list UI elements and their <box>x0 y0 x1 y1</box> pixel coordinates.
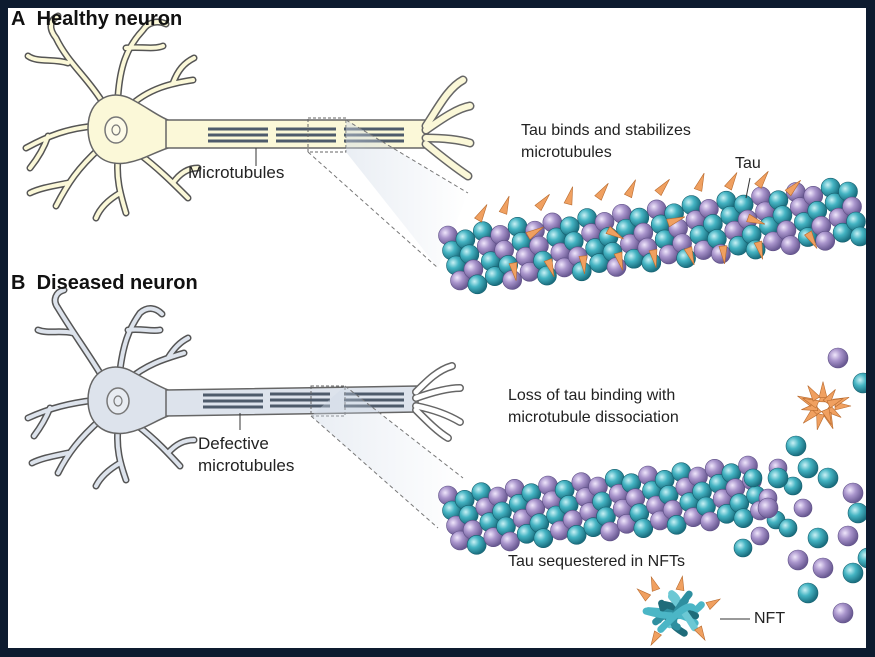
tubulin-alpha-subunit <box>781 236 800 255</box>
tau-binds-text: Tau binds and stabilizes microtubules <box>521 120 691 164</box>
tubulin-alpha-subunit <box>816 231 835 250</box>
tubulin-beta-subunit <box>808 528 828 548</box>
tau-protein-in-nft <box>651 631 661 645</box>
figure-canvas: A Healthy neuron Microtubules Tau binds … <box>8 8 866 648</box>
tubulin-beta-subunit <box>851 227 867 246</box>
tau-protein <box>595 183 609 200</box>
loss-line-2: microtubule dissociation <box>508 407 679 429</box>
tubulin-beta-subunit <box>798 458 818 478</box>
tubulin-alpha-subunit <box>751 527 769 545</box>
diagram-svg <box>8 8 866 648</box>
panel-b-letter: B <box>11 272 25 294</box>
tubulin-beta-subunit <box>853 373 866 393</box>
nft-label: NFT <box>754 608 785 630</box>
tubulin-beta-subunit <box>734 509 753 528</box>
panel-a-title: Healthy neuron <box>37 8 183 30</box>
tubulin-alpha-subunit <box>503 270 522 289</box>
microtubules-label: Microtubules <box>188 163 284 183</box>
tubulin-alpha-subunit <box>794 499 812 517</box>
diseased-neuron <box>28 290 463 528</box>
tubulin-beta-subunit <box>734 539 752 557</box>
tau-protein-in-nft <box>651 577 660 592</box>
tau-protein-in-nft <box>637 589 650 601</box>
defective-microtubules-label: Defective microtubules <box>198 433 294 477</box>
tubulin-beta-subunit <box>567 525 586 544</box>
tubulin-alpha-subunit <box>843 483 863 503</box>
defective-line-2: microtubules <box>198 455 294 477</box>
tubulin-alpha-subunit <box>788 550 808 570</box>
tubulin-alpha-subunit <box>828 348 848 368</box>
tubulin-alpha-subunit <box>758 498 778 518</box>
tubulin-alpha-subunit <box>501 532 520 551</box>
healthy-nucleus <box>105 117 127 143</box>
tubulin-beta-subunit <box>534 529 553 548</box>
tau-protein <box>624 180 635 198</box>
tubulin-beta-subunit <box>467 535 486 554</box>
tubulin-alpha-subunit <box>813 558 833 578</box>
tau-sequestered-label: Tau sequestered in NFTs <box>508 551 685 573</box>
panel-b-title: Diseased neuron <box>37 272 198 294</box>
tubulin-beta-subunit <box>744 469 762 487</box>
tau-leader-line <box>746 178 750 198</box>
tau-protein <box>564 187 573 205</box>
tau-label: Tau <box>735 153 761 175</box>
panel-a-heading: A Healthy neuron <box>11 8 182 31</box>
panel-b-heading: B Diseased neuron <box>11 272 198 295</box>
tau-protein <box>535 194 550 210</box>
tubulin-beta-subunit <box>634 519 653 538</box>
healthy-neuron <box>26 16 470 268</box>
panel-a-letter: A <box>11 8 25 30</box>
tubulin-beta-subunit <box>843 563 863 583</box>
tubulin-alpha-subunit <box>601 522 620 541</box>
tubulin-beta-subunit <box>468 275 487 294</box>
tau-binds-line-1: Tau binds and stabilizes <box>521 120 691 142</box>
tau-protein <box>499 196 509 214</box>
tubulin-alpha-subunit <box>838 526 858 546</box>
loss-line-1: Loss of tau binding with <box>508 385 679 407</box>
tubulin-alpha-subunit <box>833 603 853 623</box>
tubulin-alpha-subunit <box>701 512 720 531</box>
nft-tangle <box>637 576 720 645</box>
tau-protein-in-nft <box>676 576 684 590</box>
tubulin-beta-subunit <box>786 436 806 456</box>
tubulin-beta-subunit <box>667 515 686 534</box>
tau-protein <box>655 179 670 195</box>
tau-protein-clustered <box>817 413 825 429</box>
loss-of-tau-text: Loss of tau binding with microtubule dis… <box>508 385 679 429</box>
tau-binds-line-2: microtubules <box>521 142 691 164</box>
healthy-soma <box>88 95 168 163</box>
tubulin-beta-subunit <box>818 468 838 488</box>
tubulin-beta-subunit <box>848 503 866 523</box>
tubulin-alpha-subunit <box>607 257 626 276</box>
defective-microtubule-zoom <box>439 456 813 557</box>
tubulin-beta-subunit <box>798 583 818 603</box>
tubulin-beta-subunit <box>779 519 797 537</box>
tau-protein <box>475 204 487 222</box>
tau-protein-clustered <box>819 382 827 398</box>
tau-protein <box>694 173 704 191</box>
tau-cluster <box>797 382 851 430</box>
tubulin-beta-subunit <box>768 468 788 488</box>
healthy-microtubule-zoom <box>439 178 867 294</box>
defective-line-1: Defective <box>198 433 294 455</box>
tau-protein-in-nft <box>706 599 720 609</box>
tau-protein <box>725 172 737 190</box>
